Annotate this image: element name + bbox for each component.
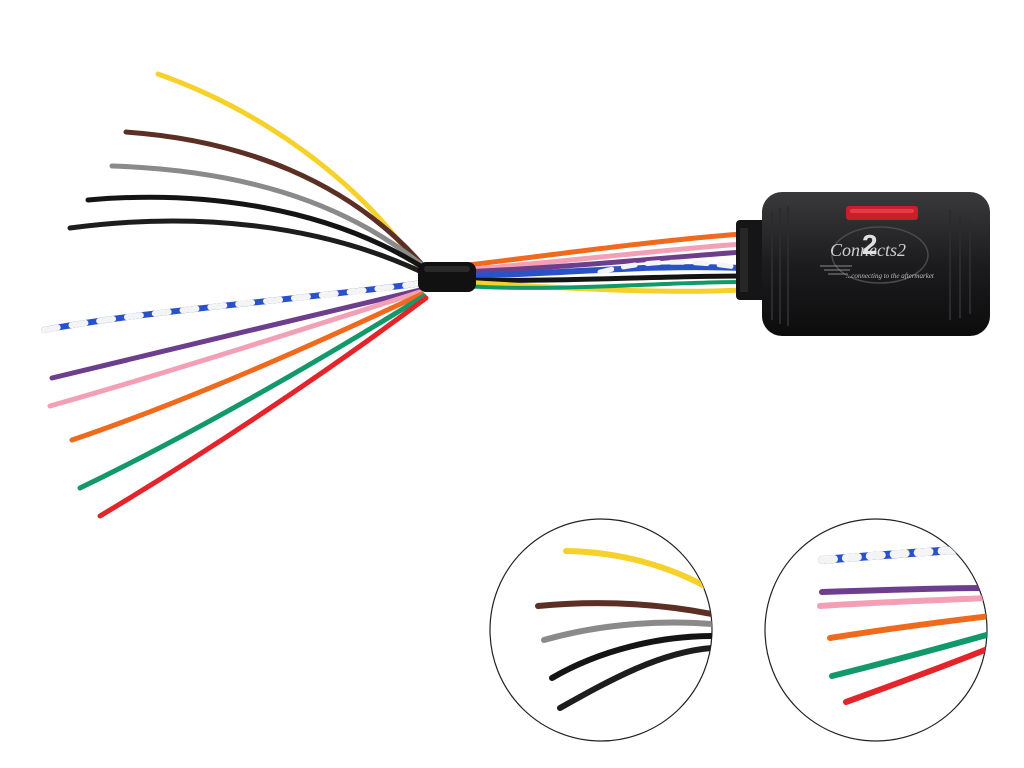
- brand-name: Connects2: [830, 240, 906, 260]
- detail-wire-orange: [827, 613, 987, 641]
- wire-orange: [69, 291, 425, 443]
- wire-brown: [123, 129, 428, 271]
- tagline: ...connecting to the aftermarket: [846, 272, 935, 280]
- detail-wire-pink: [817, 595, 987, 609]
- wire-white-twist: [41, 279, 433, 333]
- wire-green-right: [462, 280, 744, 290]
- detail-circle-left: [489, 518, 713, 742]
- wire-green: [77, 293, 427, 491]
- wire-red: [97, 295, 429, 519]
- wire-black-2: [67, 218, 433, 279]
- detail-wire-green: [829, 631, 987, 679]
- wire-grey: [109, 163, 431, 273]
- tape-wrap: [418, 262, 476, 292]
- wire-bundle: [41, 71, 745, 519]
- logo-numeral: 2: [862, 229, 878, 260]
- detail-wire-red: [843, 645, 987, 705]
- detail-wire-black-1: [549, 633, 712, 681]
- detail-wire-brown: [535, 600, 712, 617]
- wire-violet-right: [459, 249, 745, 275]
- wire-orange-right: [457, 231, 745, 269]
- wire-pink: [47, 289, 423, 409]
- wire-black-1: [85, 194, 433, 275]
- detail-wire-grey: [541, 619, 712, 643]
- wire-black-right: [459, 273, 745, 283]
- wire-violet: [49, 287, 423, 381]
- wire-pink-right: [459, 241, 745, 273]
- brand-logo: Connects2 2 ...connecting to the afterma…: [820, 226, 935, 284]
- detail-circle-right: [764, 518, 988, 742]
- wire-white-right: [597, 259, 745, 275]
- detail-wire-violet: [819, 585, 987, 595]
- interface-module: Connects2 2 ...connecting to the afterma…: [736, 192, 990, 336]
- detail-wire-black-2: [557, 645, 712, 711]
- module-body: [762, 192, 990, 336]
- detail-wire-yellow: [563, 548, 712, 593]
- wire-yellow-right: [459, 279, 745, 294]
